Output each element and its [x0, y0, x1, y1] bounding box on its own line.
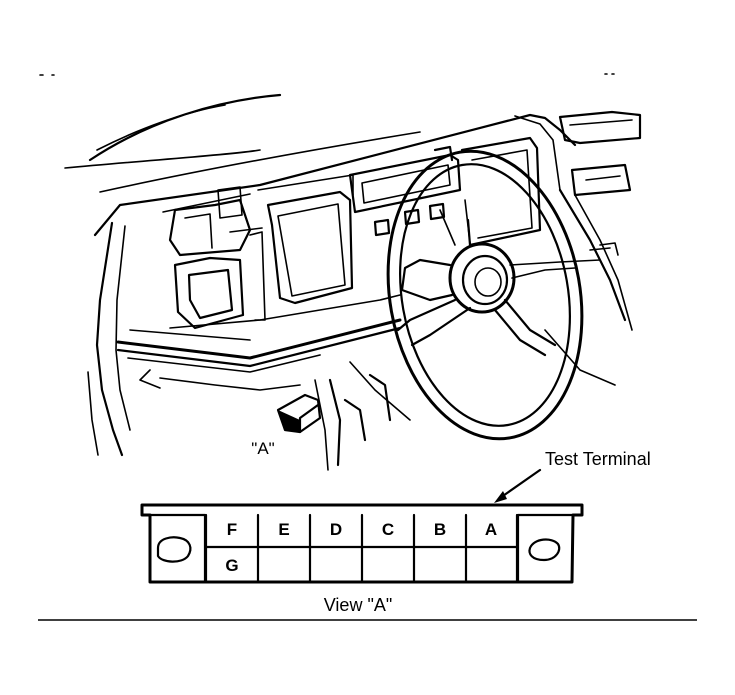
- pin-c: C: [382, 520, 394, 539]
- pin-f: F: [227, 520, 237, 539]
- pin-d: D: [330, 520, 342, 539]
- test-terminal-leader: [494, 468, 542, 503]
- pin-g: G: [225, 556, 238, 575]
- pin-b: B: [434, 520, 446, 539]
- pin-e: E: [278, 520, 289, 539]
- view-marker-label: "A": [251, 439, 274, 458]
- pin-a: A: [485, 520, 497, 539]
- test-terminal-label: Test Terminal: [545, 449, 651, 469]
- dlc-connector: [140, 503, 584, 584]
- view-caption: View "A": [324, 595, 392, 615]
- dashboard-illustration: [39, 73, 642, 471]
